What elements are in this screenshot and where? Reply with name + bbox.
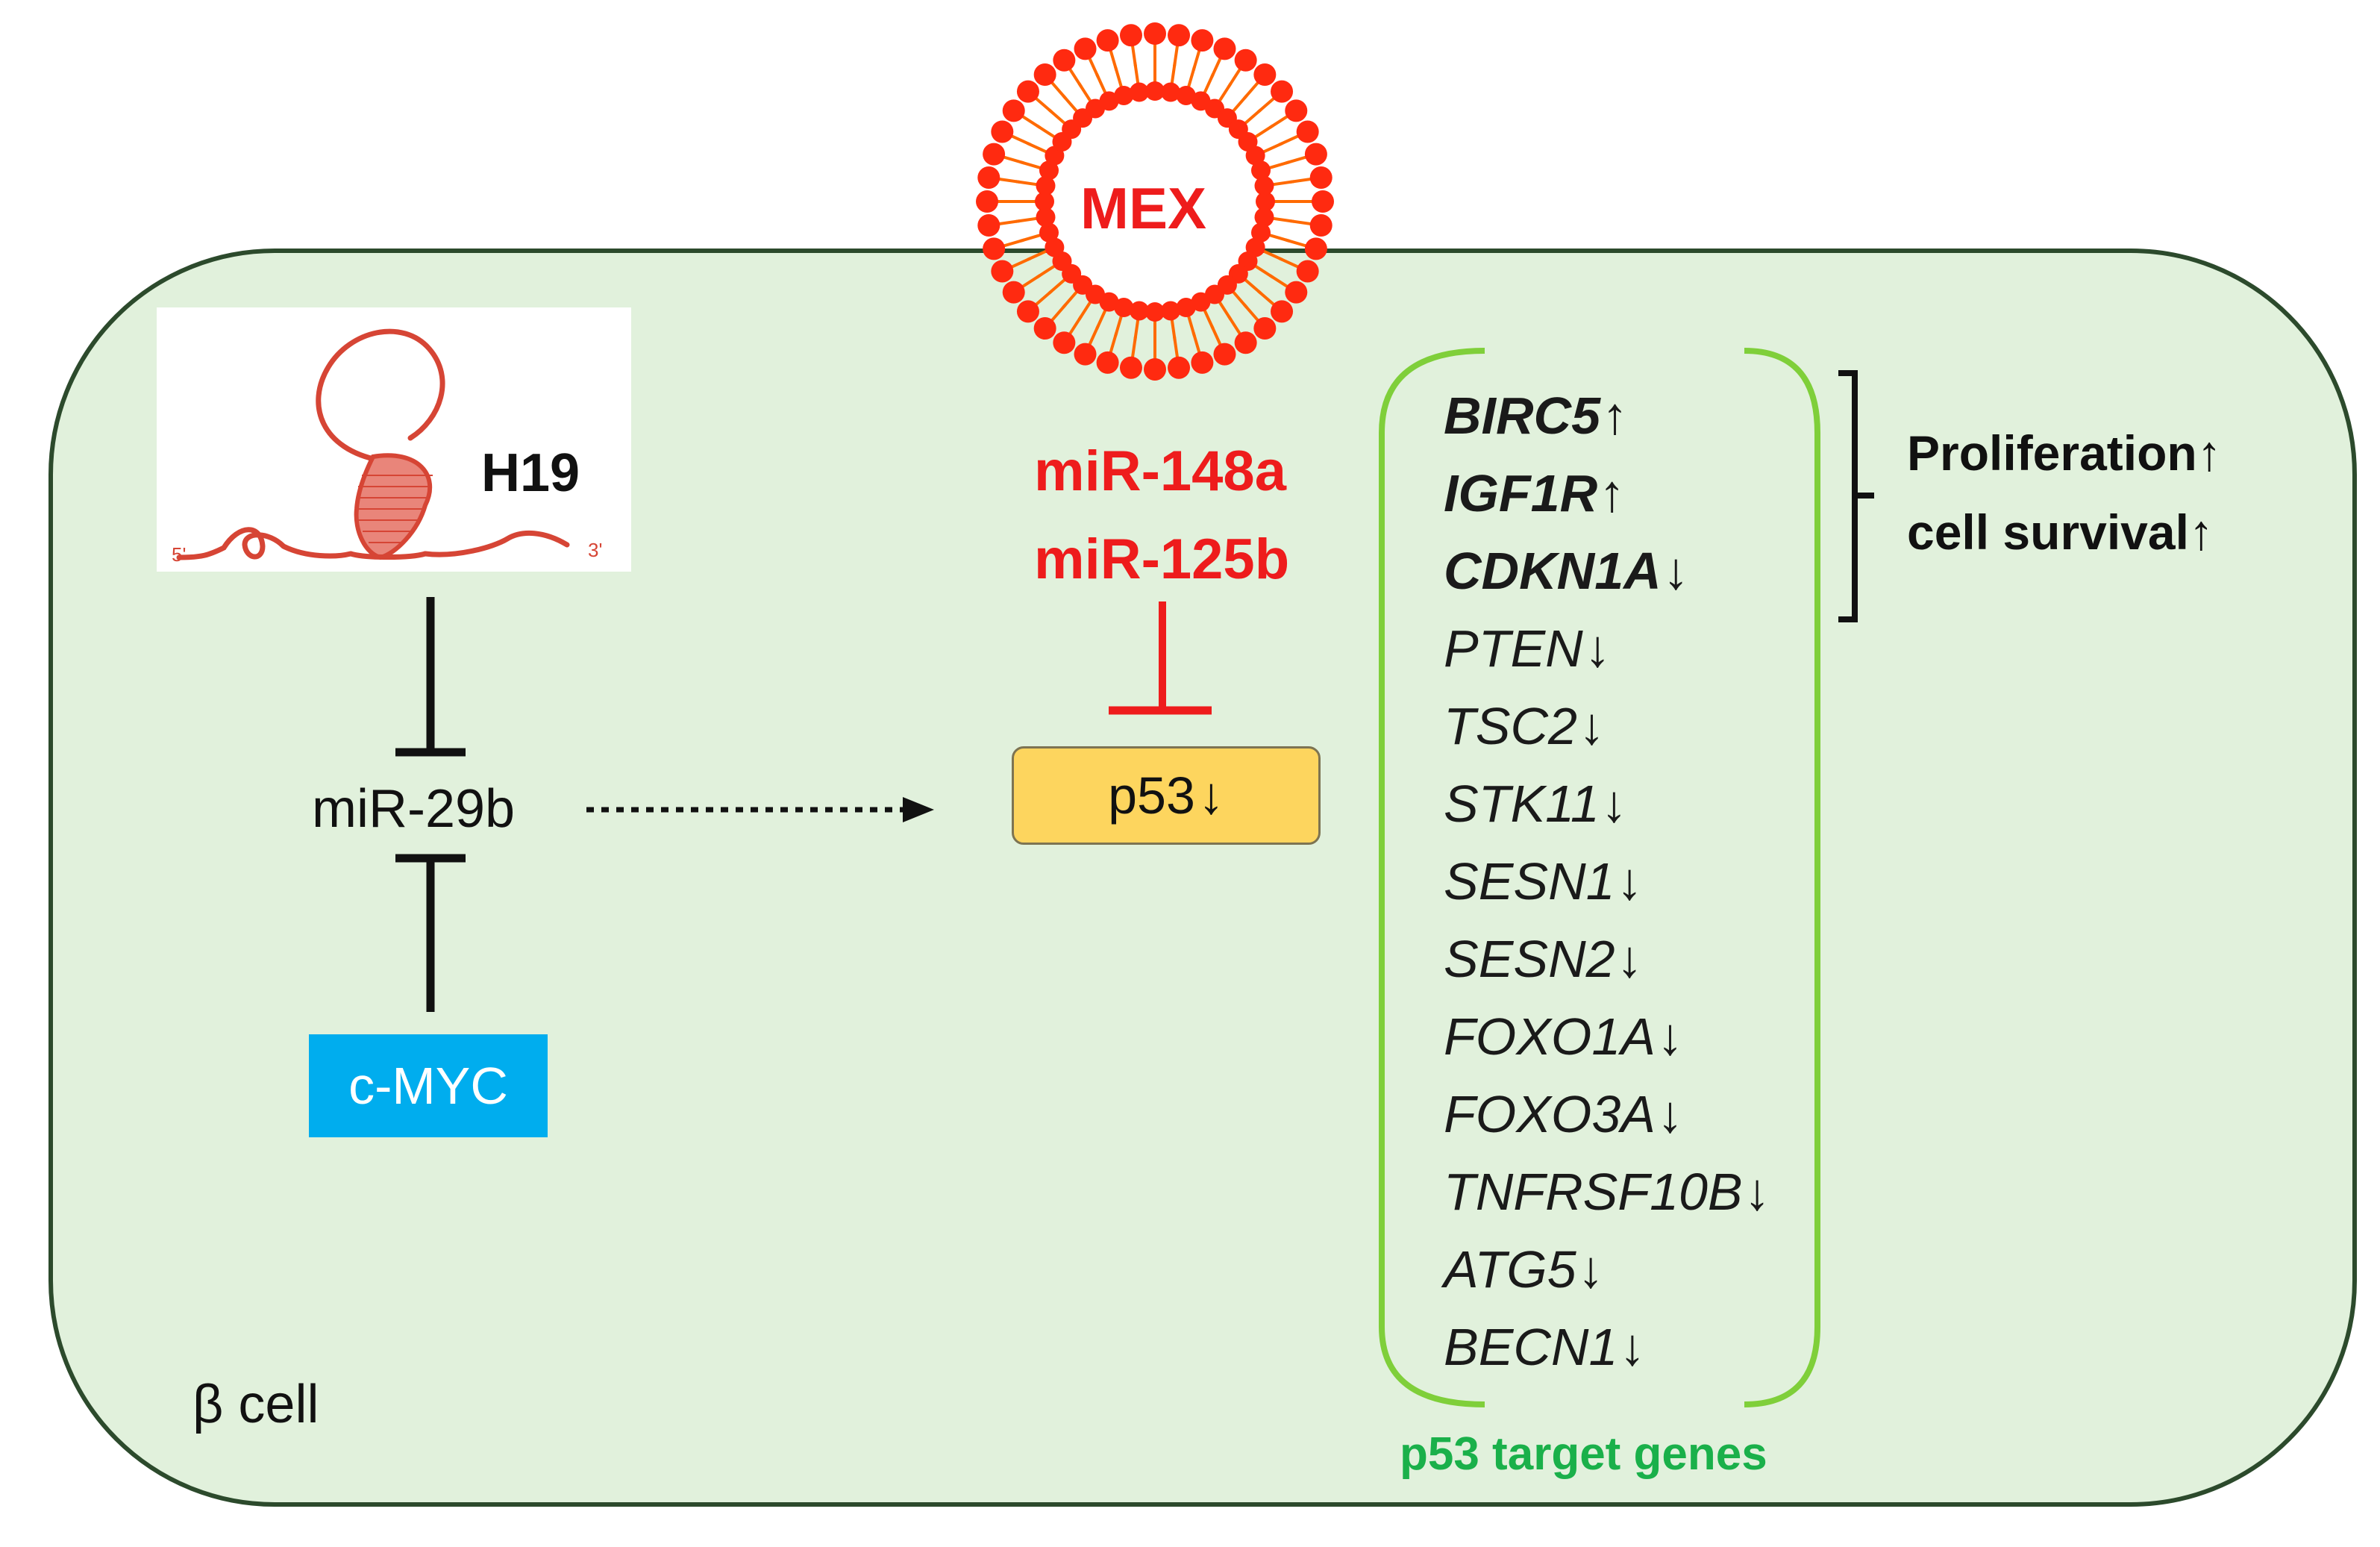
gene-row: SESN1↓ — [1444, 855, 1643, 907]
gene-name: BIRC5 — [1444, 387, 1601, 445]
p53-box: p53↓ — [1012, 746, 1321, 845]
gene-arrow: ↓ — [1616, 930, 1643, 988]
cmyc-label: c-MYC — [348, 1057, 508, 1115]
mex-exosome-vesicle — [976, 22, 1334, 381]
outcome-cell-survival: cell survival↑ — [1907, 504, 2214, 560]
p53-label: p53 — [1108, 766, 1195, 825]
mir-148a-label: miR-148a — [1034, 440, 1286, 503]
gene-row: BIRC5↑ — [1444, 390, 1628, 442]
gene-name: TNFRSF10B — [1444, 1163, 1743, 1221]
mir-125b-label: miR-125b — [1034, 528, 1290, 591]
target-genes-bracket-left — [1379, 348, 1485, 1407]
gene-arrow: ↑ — [1599, 464, 1626, 522]
gene-name: FOXO1A — [1444, 1007, 1656, 1066]
gene-name: STK11 — [1444, 775, 1600, 833]
gene-name: SESN1 — [1444, 852, 1615, 910]
outcome-proliferation: Proliferation↑ — [1907, 425, 2222, 481]
gene-row: FOXO1A↓ — [1444, 1010, 1683, 1063]
mex-label: MEX — [1080, 175, 1207, 241]
gene-name: TSC2 — [1444, 697, 1577, 755]
gene-name: IGF1R — [1444, 464, 1598, 522]
p53-down-arrow: ↓ — [1197, 766, 1224, 825]
gene-row: FOXO3A↓ — [1444, 1088, 1683, 1140]
gene-name: CDKN1A — [1444, 542, 1662, 600]
gene-name: PTEN — [1444, 619, 1583, 678]
mir-29b-label: miR-29b — [312, 779, 516, 839]
outcome-bracket — [1838, 370, 1874, 622]
gene-arrow: ↓ — [1662, 542, 1689, 600]
gene-name: ATG5 — [1444, 1240, 1576, 1298]
gene-row: CDKN1A↓ — [1444, 545, 1689, 597]
gene-arrow: ↑ — [1602, 387, 1629, 445]
gene-row: TNFRSF10B↓ — [1444, 1166, 1770, 1218]
gene-arrow: ↓ — [1744, 1163, 1770, 1221]
gene-arrow: ↓ — [1578, 697, 1605, 755]
h19-label: H19 — [481, 443, 580, 503]
gene-arrow: ↓ — [1619, 1318, 1646, 1376]
gene-row: IGF1R↑ — [1444, 467, 1625, 519]
cmyc-box: c-MYC — [309, 1034, 548, 1137]
gene-arrow: ↓ — [1584, 619, 1611, 678]
dotted-arrow-head — [903, 797, 934, 822]
gene-arrow: ↓ — [1616, 852, 1643, 910]
gene-arrow: ↓ — [1600, 775, 1627, 833]
three-prime-label: 3' — [588, 539, 603, 561]
gene-name: BECN1 — [1444, 1318, 1618, 1376]
gene-row: BECN1↓ — [1444, 1321, 1645, 1373]
gene-row: TSC2↓ — [1444, 700, 1605, 752]
beta-cell-label: β cell — [192, 1375, 319, 1434]
gene-row: SESN2↓ — [1444, 933, 1643, 985]
gene-arrow: ↓ — [1656, 1085, 1683, 1143]
gene-arrow: ↓ — [1656, 1007, 1683, 1066]
gene-name: SESN2 — [1444, 930, 1615, 988]
h19-rna-structure-icon — [176, 328, 570, 560]
gene-row: PTEN↓ — [1444, 622, 1611, 675]
h19-lncrna-panel: 5' 3' — [157, 307, 631, 572]
gene-row: STK11↓ — [1444, 778, 1627, 830]
gene-row: ATG5↓ — [1444, 1243, 1604, 1296]
target-genes-caption: p53 target genes — [1400, 1428, 1767, 1480]
gene-name: FOXO3A — [1444, 1085, 1656, 1143]
gene-arrow: ↓ — [1577, 1240, 1604, 1298]
five-prime-label: 5' — [172, 543, 187, 566]
target-genes-bracket-right — [1744, 348, 1820, 1407]
